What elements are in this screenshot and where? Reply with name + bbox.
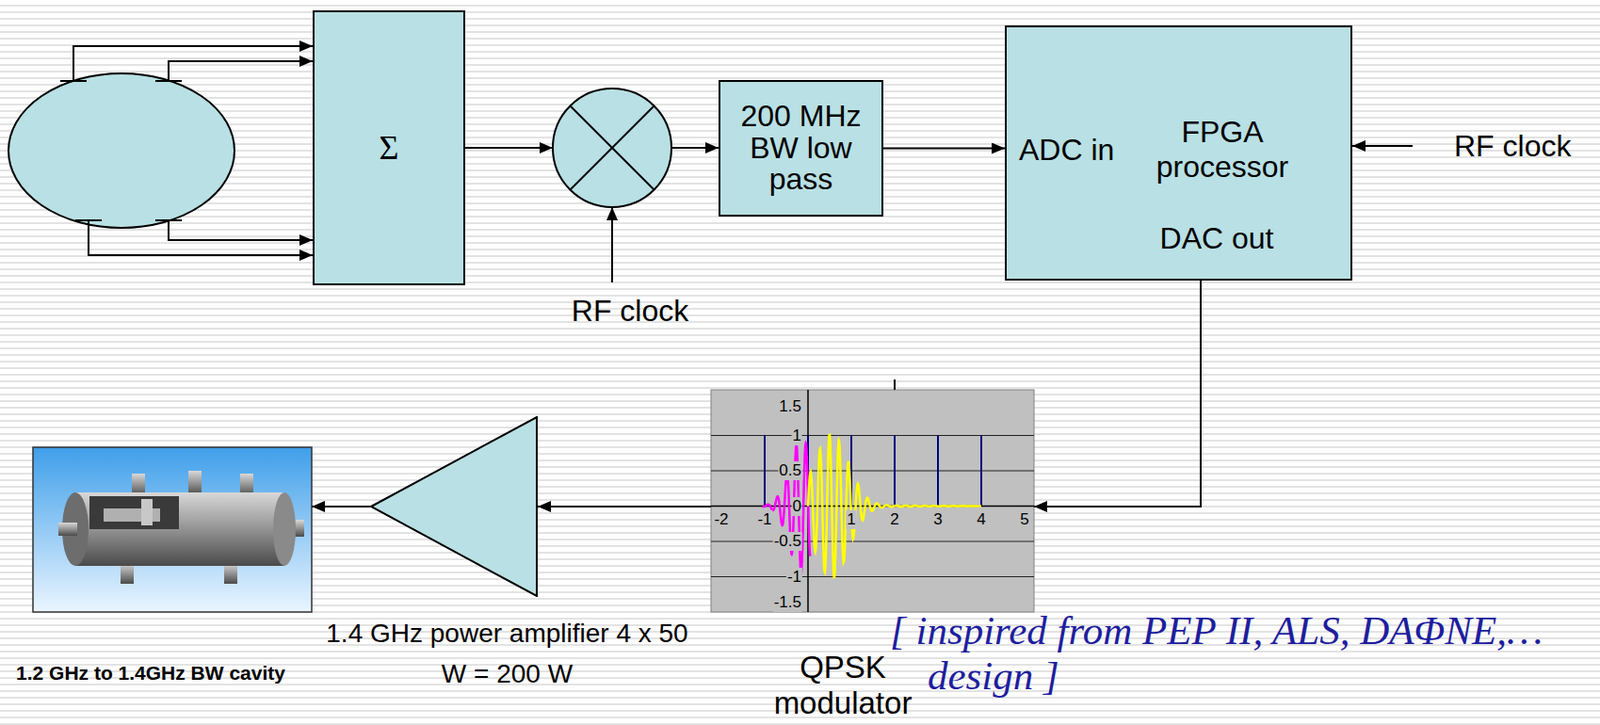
modulator-chart: QPSK modulator — [711, 389, 1035, 613]
axis-tick: -0.5 — [773, 532, 803, 551]
axis-tick: 2 — [888, 510, 900, 530]
node-label: ADC in — [1018, 132, 1132, 168]
axis-tick: 0.5 — [777, 461, 803, 481]
axis-tick: -1.5 — [773, 593, 803, 613]
axis-tick: 3 — [932, 510, 943, 530]
axis-tick: 4 — [975, 510, 986, 530]
node-label: 1.2 GHz to 1.4GHz BW cavity — [14, 658, 288, 688]
axis-tick: 0 — [791, 497, 803, 517]
mixer-symbol — [552, 88, 672, 208]
node-text: FPGA processor — [1128, 114, 1317, 185]
signal-arrow — [1034, 280, 1201, 507]
signal-arrow — [883, 147, 1005, 150]
amplifier-outline — [371, 417, 537, 597]
signal-name: RF clock — [1454, 129, 1571, 163]
signal-arrow — [537, 505, 712, 508]
node-label: 200 MHz BW low pass — [726, 100, 876, 196]
fpga-box: ADC inFPGA processorDAC out — [1004, 25, 1353, 281]
amplifier-triangle — [370, 416, 538, 598]
pickup-chamber — [8, 73, 235, 228]
node-text: DAC out — [1122, 221, 1311, 257]
cavity-picture — [32, 447, 312, 613]
axis-tick: 5 — [1018, 510, 1030, 530]
mixer-cross — [569, 105, 655, 191]
axis-tick: 1.5 — [777, 397, 803, 417]
axis-tick: 1 — [791, 426, 803, 446]
modulator-plot — [711, 379, 1035, 613]
axis-tick: 1 — [845, 510, 857, 530]
filter-box: 200 MHz BW low pass — [718, 80, 884, 217]
node-label: QPSK modulator — [748, 649, 938, 722]
signal-name: RF clock — [571, 293, 689, 328]
axis-tick: -1 — [786, 567, 803, 587]
node-label: 1.4 GHz power amplifier 4 x 50 W = 200 W — [311, 613, 703, 695]
axis-tick: -1 — [756, 510, 773, 530]
cavity: 1.2 GHz to 1.4GHz BW cavity — [32, 447, 312, 613]
node-label: Σ — [379, 128, 400, 168]
axis-tick: -2 — [712, 510, 729, 530]
source-note: [ inspired from PEP II, ALS, DAΦNE,…desi… — [889, 608, 1595, 699]
sum-box: Σ — [312, 10, 466, 286]
power-amplifier: 1.4 GHz power amplifier 4 x 50 W = 200 W — [370, 416, 538, 598]
signal-arrow — [311, 505, 371, 508]
